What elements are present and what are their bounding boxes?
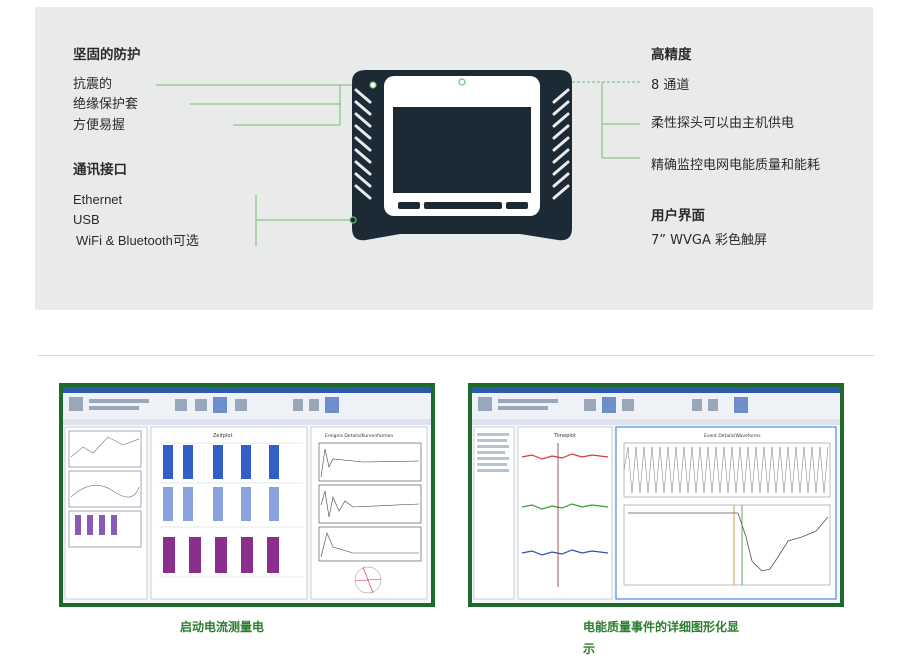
feature-item-ethernet: Ethernet [73,192,123,207]
device-grips [354,88,570,200]
leader-lines [156,81,640,246]
device-button-center [424,202,502,209]
caption-pq-event: 电能质量事件的详细图形化显 [583,620,740,634]
device-button-right [506,202,528,209]
feature-item-monitoring: 精确监控电网电能质量和能耗 [651,158,821,173]
caption-pq-event-line2: 示 [583,642,596,656]
feature-item-touchscreen: 7” WVGA 彩色触屏 [651,233,767,248]
chart2-title: Event Details/Waveforms [704,433,761,439]
software-screenshot-inrush: Zeitplot Ereignis Details/Kurvenformen [59,383,435,607]
feature-heading-protection: 坚固的防护 [73,47,141,63]
feature-heading-precision: 高精度 [651,47,692,63]
callout-dot [349,216,357,224]
chart1-title: Timeplot [553,433,576,439]
device-illustration [156,70,640,246]
callout-dot [369,81,377,89]
feature-item-insulation: 绝缘保护套 [73,97,139,112]
software-window: Zeitplot Ereignis Details/Kurvenformen [63,387,431,600]
section-divider [38,355,874,356]
device-button-left [398,202,420,209]
callout-dot [458,78,466,86]
software-screenshot-pq-event: Timeplot Event Details/Waveforms [468,383,844,607]
feature-heading-ui: 用户界面 [651,208,705,224]
caption-inrush: 启动电流测量电 [180,620,265,634]
feature-item-channels: 8 通道 [651,78,690,93]
chart2-title: Ereignis Details/Kurvenformen [325,433,393,439]
chart1-title: Zeitplot [213,433,232,439]
feature-item-wireless: WiFi & Bluetooth可选 [76,233,199,248]
feature-item-shockproof: 抗震的 [73,77,113,92]
device-screen [393,107,531,193]
feature-item-flex-probes: 柔性探头可以由主机供电 [651,116,795,131]
software-window: Timeplot Event Details/Waveforms [472,387,840,600]
feature-item-usb: USB [73,212,100,227]
feature-heading-interfaces: 通讯接口 [73,162,127,178]
feature-item-grip: 方便易握 [73,118,126,133]
